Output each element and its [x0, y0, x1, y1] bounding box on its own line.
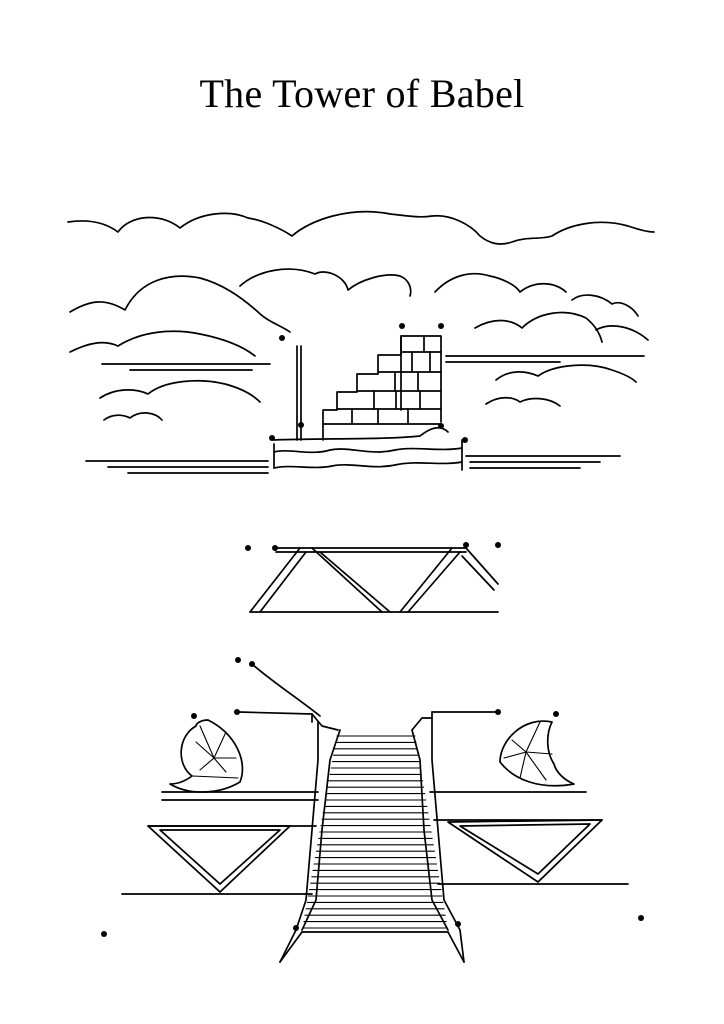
- cloud-right-1: [474, 311, 603, 343]
- cloud-right-small-1: [571, 294, 639, 317]
- cloud-top: [67, 210, 655, 245]
- tower-base: [121, 663, 629, 963]
- tower-top: [273, 335, 463, 471]
- cloud-left-3: [99, 380, 261, 403]
- left-arch: [169, 719, 244, 793]
- cloud-left-4: [103, 412, 163, 421]
- page-title: The Tower of Babel: [199, 71, 525, 116]
- right-arch: [499, 720, 575, 787]
- cloud-right-4: [485, 396, 561, 407]
- cloud-mid-right: [434, 272, 567, 293]
- cloud-mid-left: [69, 275, 291, 333]
- cloud-right-2: [595, 325, 649, 341]
- tower-middle-truss: [249, 547, 499, 613]
- stair-steps: [302, 735, 448, 929]
- tower-top-steps: [322, 335, 442, 441]
- cloud-mid-center: [239, 268, 412, 297]
- tower-cloud-base: [273, 447, 463, 454]
- cloud-right-3: [495, 364, 637, 383]
- connect-dots: [101, 323, 644, 937]
- clouds: [67, 210, 655, 474]
- cloud-left-2: [69, 330, 256, 357]
